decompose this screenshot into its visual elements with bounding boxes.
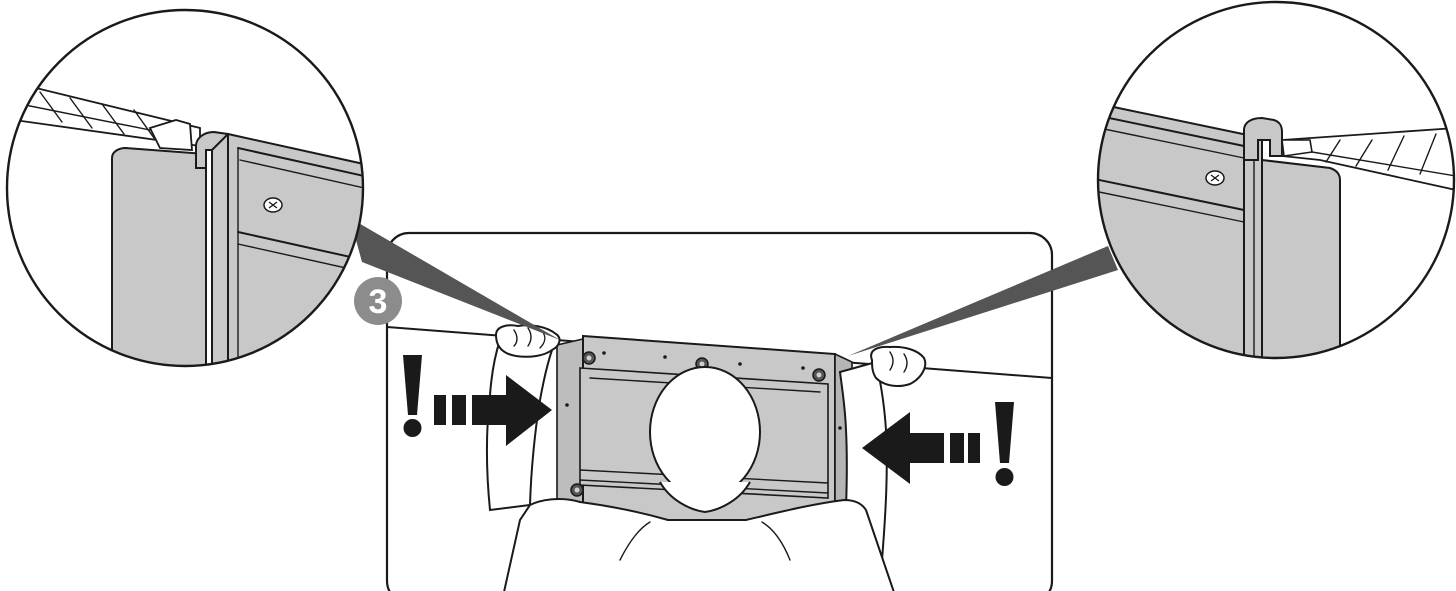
screw-icon xyxy=(571,484,583,496)
left-detail-magnifier xyxy=(0,10,400,400)
right-detail-magnifier xyxy=(1080,2,1456,400)
step-number: 3 xyxy=(369,283,388,321)
screw-icon xyxy=(583,352,595,364)
screw-icon xyxy=(1206,171,1224,185)
screw-icon xyxy=(813,369,825,381)
step-badge: 3 xyxy=(354,277,402,325)
screw-icon xyxy=(264,198,282,212)
main-scene xyxy=(387,233,1052,591)
